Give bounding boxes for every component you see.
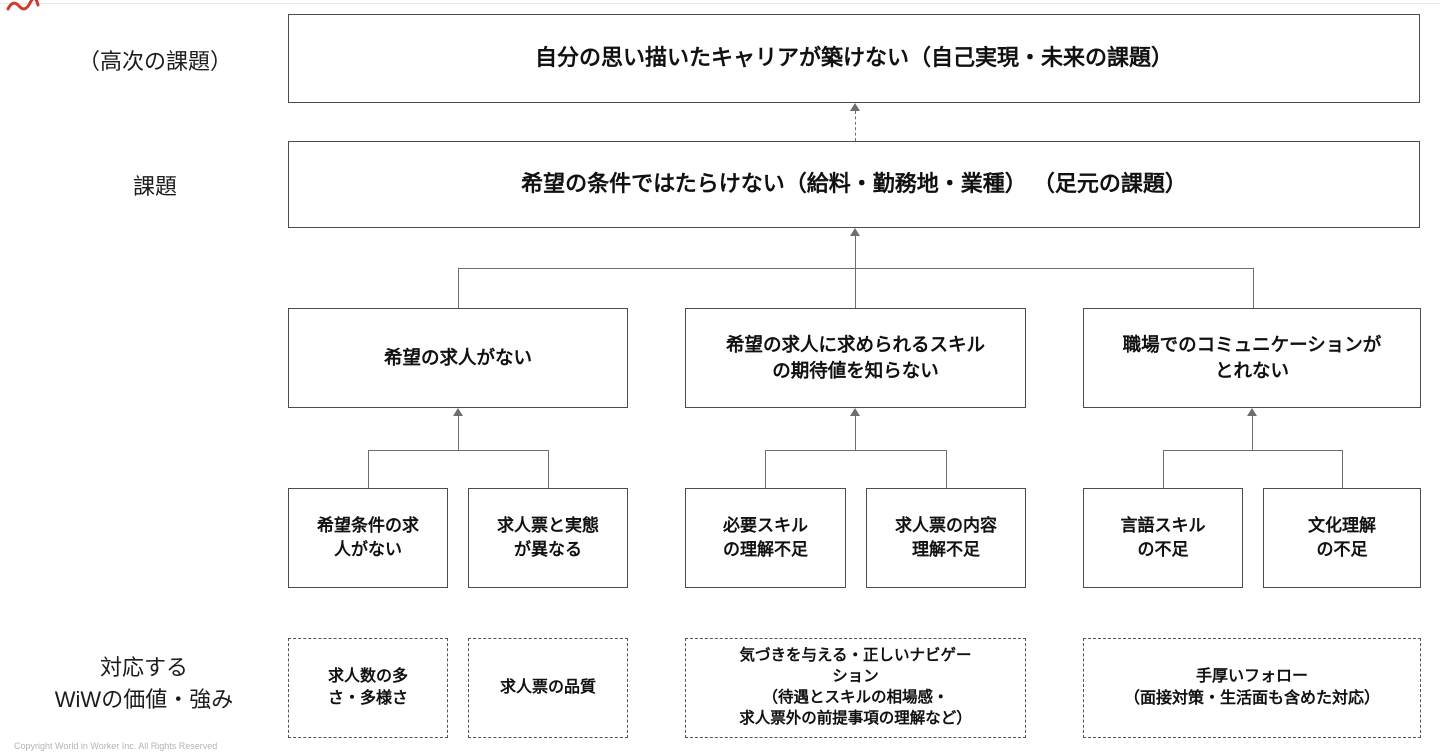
- connector-group2-vertical: [855, 416, 856, 450]
- connector-group1-right-drop: [548, 450, 549, 488]
- logo-fragment: [6, 0, 40, 16]
- connector-level3-horizontal: [458, 268, 1253, 269]
- connector-group1-vertical: [458, 416, 459, 450]
- connector-group1-left-drop: [368, 450, 369, 488]
- connector-group3-horizontal: [1163, 450, 1342, 451]
- box-lack-language-skill: 言語スキル の不足: [1083, 488, 1243, 588]
- value-box-posting-quality: 求人票の品質: [468, 638, 628, 738]
- value-box-thorough-follow: 手厚いフォロー （面接対策・生活面も含めた対応）: [1083, 638, 1421, 738]
- box-lack-skill-understanding: 必要スキル の理解不足: [685, 488, 846, 588]
- connector-group2-left-drop: [765, 450, 766, 488]
- box-skill-expectation-unknown: 希望の求人に求められるスキル の期待値を知らない: [685, 308, 1026, 408]
- arrowhead-group2: [850, 408, 860, 416]
- copyright-text: Copyright World in Worker Inc. All Right…: [14, 741, 218, 751]
- connector-group2-horizontal: [765, 450, 946, 451]
- connector-center-vertical: [855, 236, 856, 308]
- box-current-conditions-issue: 希望の条件ではたらけない（給料・勤務地・業種） （足元の課題）: [288, 141, 1420, 228]
- label-issue: 課題: [132, 174, 177, 199]
- slide-top-rule: [0, 3, 1440, 4]
- arrowhead-group1: [453, 408, 463, 416]
- red-swoosh-icon: [6, 0, 40, 11]
- value-box-job-quantity: 求人数の多 さ・多様さ: [288, 638, 448, 738]
- dashed-connector-level2-level1: [855, 111, 856, 141]
- label-high-level-issue: （高次の課題）: [77, 49, 232, 74]
- connector-group2-right-drop: [946, 450, 947, 488]
- box-lack-posting-understanding: 求人票の内容 理解不足: [866, 488, 1026, 588]
- arrowhead-to-level2: [850, 228, 860, 236]
- box-workplace-communication: 職場でのコミュニケーションが とれない: [1083, 308, 1421, 408]
- value-box-navigation: 気づきを与える・正しいナビゲー ション （待遇とスキルの相場感・ 求人票外の前提…: [685, 638, 1026, 738]
- box-lack-cultural-understanding: 文化理解 の不足: [1263, 488, 1421, 588]
- connector-group3-vertical: [1252, 416, 1253, 450]
- box-posting-differs-reality: 求人票と実態 が異なる: [468, 488, 628, 588]
- connector-level3-left-drop: [458, 268, 459, 308]
- connector-group3-left-drop: [1163, 450, 1164, 488]
- arrowhead-group3: [1247, 408, 1257, 416]
- connector-level3-right-drop: [1253, 268, 1254, 308]
- connector-group3-right-drop: [1342, 450, 1343, 488]
- box-no-desired-jobs: 希望の求人がない: [288, 308, 628, 408]
- arrowhead-to-level1: [850, 103, 860, 111]
- box-career-goal-issue: 自分の思い描いたキャリアが築けない（自己実現・未来の課題）: [288, 14, 1420, 103]
- box-no-matching-conditions: 希望条件の求 人がない: [288, 488, 448, 588]
- label-wiw-value: 対応する WiWの価値・強み: [54, 655, 234, 712]
- connector-group1-horizontal: [368, 450, 548, 451]
